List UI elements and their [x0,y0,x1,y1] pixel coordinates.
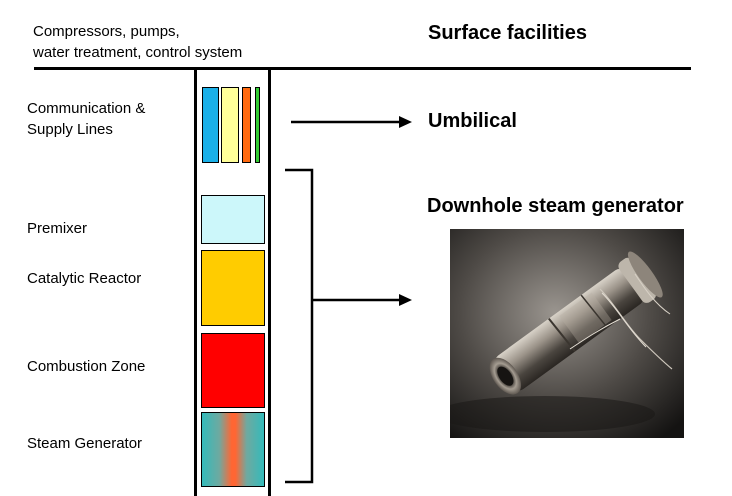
well-wall-right [268,68,271,496]
combustion-zone-label: Combustion Zone [27,358,146,375]
surface-facilities-title: Surface facilities [428,22,587,44]
steam-generator-photo [450,229,684,438]
well-wall-left [194,68,197,496]
umbilical-arrow [291,116,412,128]
downhole-steam-generator-label: Downhole steam generator [427,195,684,217]
supply-line-green [255,87,260,163]
supply-line-yellow [221,87,239,163]
steam-generator-label: Steam Generator [27,435,143,452]
surface-equipment-line2: water treatment, control system [33,44,243,61]
catalytic-reactor-block [201,250,265,326]
dsg-bracket [285,168,412,484]
surface-equipment-line1: Compressors, pumps, [33,23,180,40]
combustion-zone-block [201,333,265,408]
catalytic-reactor-label: Catalytic Reactor [27,270,142,287]
communication-supply-label: Communication & Supply Lines [27,98,145,140]
supply-line-orange [242,87,251,163]
supply-line-blue [202,87,219,163]
surface-equipment-label: Compressors, pumps, water treatment, con… [33,21,242,63]
umbilical-label: Umbilical [428,110,517,132]
surface-line [34,67,691,70]
steam-generator-block [201,412,265,487]
premixer-block [201,195,265,244]
communication-supply-line1: Communication & [27,100,146,117]
communication-supply-line2: Supply Lines [27,121,113,138]
premixer-label: Premixer [27,220,88,237]
